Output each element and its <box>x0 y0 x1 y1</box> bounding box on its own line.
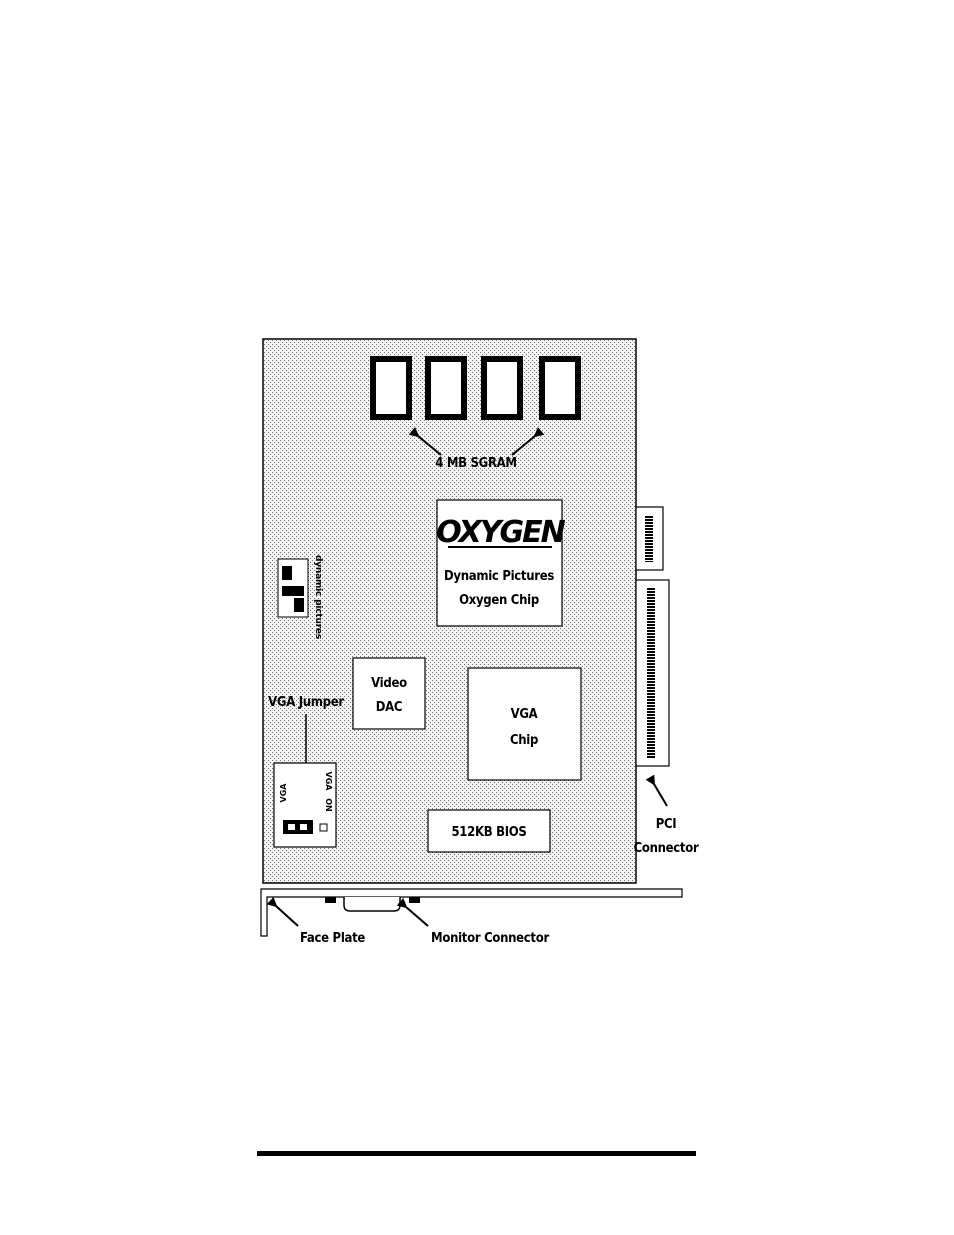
jumper-label-left: VGA <box>279 783 288 803</box>
memory-sockets <box>370 356 581 420</box>
dynamic-pictures-logo: dP dynamic pictures <box>0 0 323 639</box>
pci-connector-arrow <box>645 774 668 807</box>
page-footer-rule <box>257 1151 696 1156</box>
jumper-pin <box>319 823 328 832</box>
video-dac-chip <box>352 657 426 730</box>
monitor-connector <box>325 897 420 912</box>
jumper-label-right-bottom: ON <box>324 798 333 812</box>
vga-chip-label-line2: Chip <box>510 733 538 748</box>
vga-jumper-label: VGA Jumper <box>268 695 344 710</box>
oxygen-chip <box>436 499 563 627</box>
pci-connector-label-line1: PCI <box>656 817 677 832</box>
memory-arrow-left <box>408 427 442 456</box>
memory-label: 4 MB SGRAM <box>435 456 517 471</box>
oxygen-logo: OXYGEN <box>436 515 567 550</box>
dp-logo-mark: dP <box>0 0 2 1</box>
monitor-connector-label: Monitor Connector <box>431 931 549 946</box>
monitor-connector-arrow <box>396 897 429 927</box>
memory-arrow-right <box>511 427 545 456</box>
vga-chip-label-line1: VGA <box>511 707 538 722</box>
oxygen-logo-text: OXYGEN <box>436 515 565 550</box>
memory-chip-1 <box>370 356 412 420</box>
oxygen-chip-label-line2: Oxygen Chip <box>459 593 539 608</box>
vga-chip <box>467 667 582 781</box>
jumper-label-right-top: VGA <box>324 772 333 792</box>
pci-connector-label-line2: Connector <box>634 841 699 856</box>
memory-chip-4 <box>539 356 581 420</box>
face-plate <box>260 888 683 937</box>
dp-logo-text: dynamic pictures <box>313 555 323 639</box>
vga-jumper-block: VGA VGA ON <box>273 762 337 848</box>
bios-chip <box>427 809 551 853</box>
video-dac-label-line1: Video <box>371 676 407 691</box>
memory-chip-3 <box>481 356 523 420</box>
oxygen-chip-label-line1: Dynamic Pictures <box>444 569 554 584</box>
face-plate-label: Face Plate <box>300 931 365 946</box>
pci-connector <box>635 506 670 767</box>
face-plate-arrow <box>266 896 299 927</box>
video-dac-label-line2: DAC <box>376 700 402 715</box>
bios-label: 512KB BIOS <box>451 825 526 840</box>
memory-chip-2 <box>425 356 467 420</box>
jumper-shunt <box>283 820 313 834</box>
